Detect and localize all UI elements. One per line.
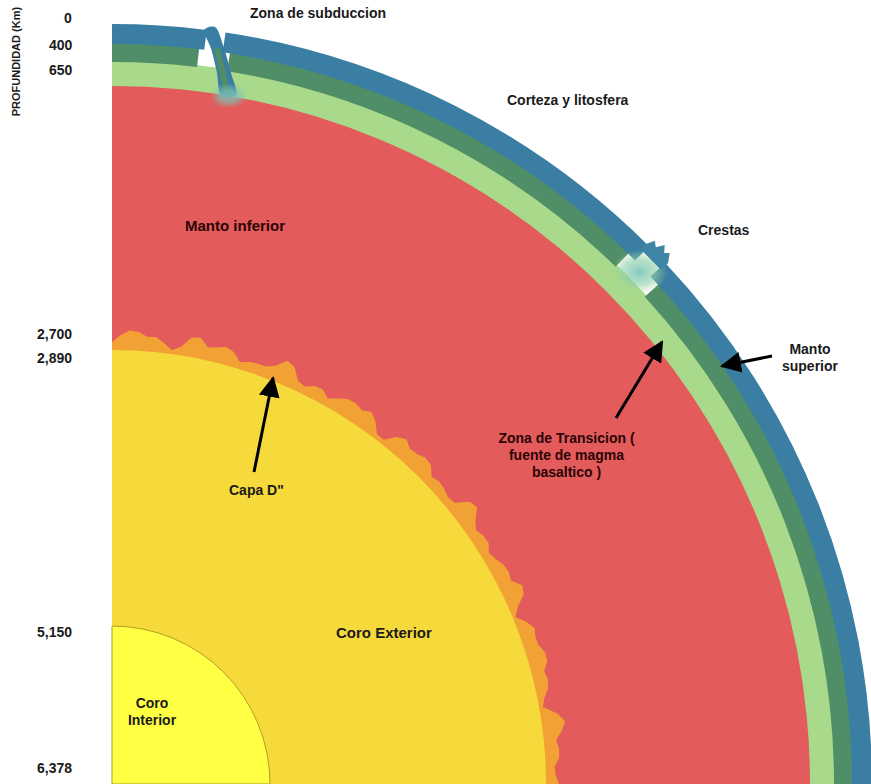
leader-arrow	[254, 378, 273, 472]
slab-mantle	[214, 48, 229, 91]
subducting-slab	[204, 26, 236, 97]
depth-value: 0	[64, 10, 72, 27]
transition-zone	[112, 60, 836, 784]
layer-label: Coro Exterior	[336, 624, 432, 642]
axis-title: PROFUNDIDAD (Km)	[10, 7, 23, 116]
lower-mantle	[112, 84, 812, 784]
layer-label: Coro Interior	[120, 695, 184, 729]
d-double-prime-layer	[112, 331, 565, 784]
depth-value: 2,700	[37, 326, 72, 343]
leader-arrow	[722, 356, 772, 366]
ridge-crest	[641, 241, 670, 270]
layer-label: Manto superior	[770, 341, 850, 375]
depth-value: 5,150	[37, 624, 72, 641]
layer-label: Zona de subduccion	[250, 5, 386, 22]
layer-label: Manto inferior	[185, 217, 285, 235]
depth-value: 400	[49, 37, 72, 54]
slab-melt	[215, 87, 243, 105]
earth-layers	[112, 24, 871, 784]
layer-label: Corteza y litosfera	[507, 92, 628, 109]
outer-core	[112, 350, 546, 784]
depth-value: 6,378	[37, 760, 72, 777]
inner-core	[112, 626, 270, 784]
crust-lithosphere	[112, 24, 207, 50]
crust-lithosphere	[223, 33, 650, 261]
leader-arrow	[616, 342, 662, 418]
layer-label: Capa D"	[229, 482, 284, 499]
feature-label: Crestas	[698, 222, 749, 239]
feature-label: Zona de Transicion ( fuente de magma bas…	[479, 430, 654, 480]
upper-mantle	[227, 51, 630, 266]
depth-value: 2,890	[37, 350, 72, 367]
depth-value: 650	[49, 62, 72, 79]
crust-lithosphere	[651, 263, 871, 784]
